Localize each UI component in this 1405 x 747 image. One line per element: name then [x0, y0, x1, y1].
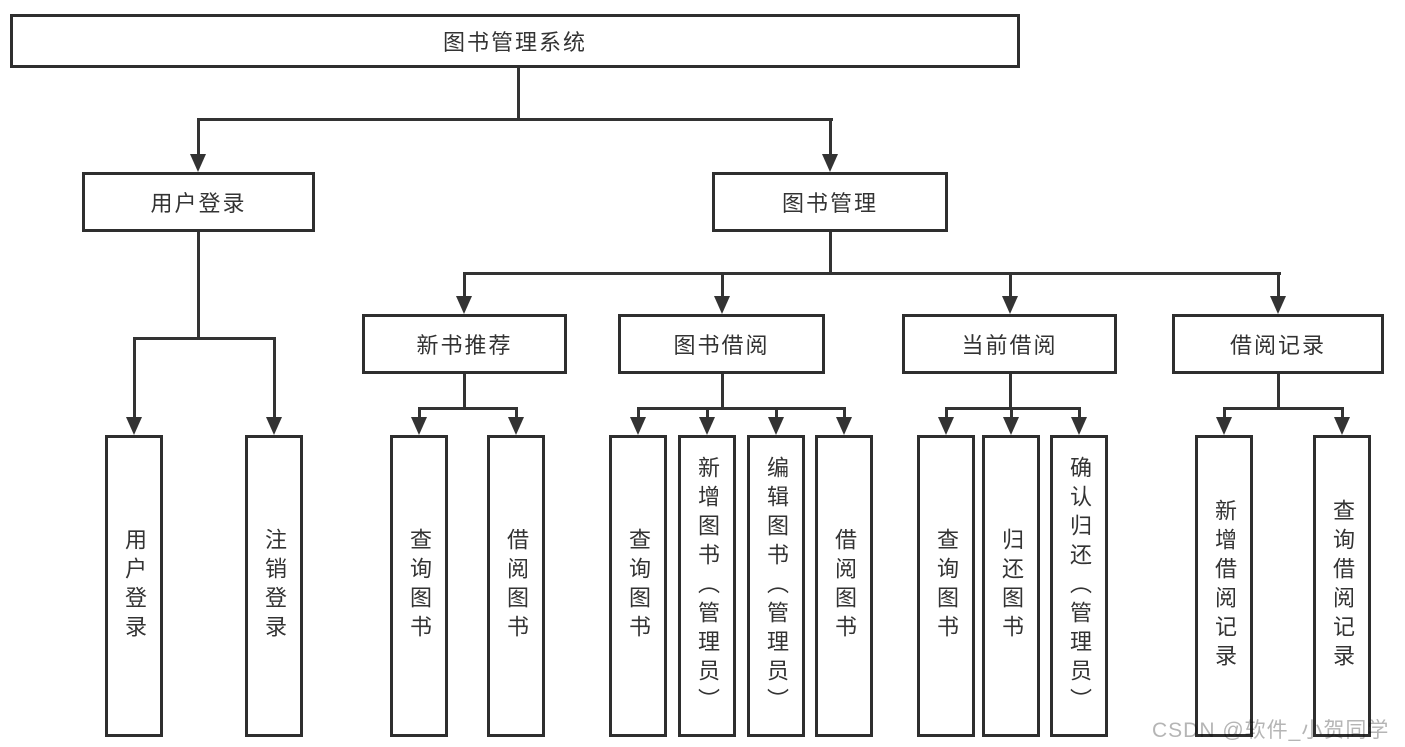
arrow-down-icon: [456, 296, 472, 314]
connector-line: [1341, 407, 1344, 421]
connector-line: [418, 407, 421, 421]
arrow-down-icon: [126, 417, 142, 435]
arrow-down-icon: [1003, 417, 1019, 435]
connector-line: [706, 407, 709, 421]
arrow-down-icon: [1071, 417, 1087, 435]
connector-line: [1009, 272, 1012, 300]
arrow-down-icon: [1002, 296, 1018, 314]
leaf-add-borrow-record: 新增借阅记录: [1195, 435, 1253, 737]
connector-line: [133, 337, 276, 340]
arrow-down-icon: [508, 417, 524, 435]
connector-line: [637, 407, 640, 421]
connector-line: [517, 68, 520, 121]
leaf-query-books-recommend: 查询图书: [390, 435, 448, 737]
connector-line: [1009, 374, 1012, 410]
connector-line: [829, 118, 832, 156]
connector-line: [133, 337, 136, 419]
connector-line: [273, 337, 276, 419]
connector-line: [197, 118, 833, 121]
connector-line: [463, 374, 466, 410]
leaf-borrow-books-recommend: 借阅图书: [487, 435, 545, 737]
leaf-confirm-return-admin: 确认归还（管理员）: [1050, 435, 1108, 737]
arrow-down-icon: [822, 154, 838, 172]
connector-line: [945, 407, 1081, 410]
leaf-query-books-borrow: 查询图书: [609, 435, 667, 737]
arrow-down-icon: [411, 417, 427, 435]
arrow-down-icon: [836, 417, 852, 435]
arrow-down-icon: [699, 417, 715, 435]
arrow-down-icon: [768, 417, 784, 435]
node-current-borrow: 当前借阅: [902, 314, 1117, 374]
leaf-return-book: 归还图书: [982, 435, 1040, 737]
connector-line: [1277, 272, 1280, 300]
connector-line: [721, 272, 724, 300]
leaf-user-login: 用户登录: [105, 435, 163, 737]
csdn-watermark: CSDN @软件_小贺同学: [1152, 719, 1390, 742]
node-new-book-recommend: 新书推荐: [362, 314, 567, 374]
connector-line: [197, 118, 200, 156]
connector-line: [1277, 374, 1280, 410]
connector-line: [1078, 407, 1081, 421]
node-book-management: 图书管理: [712, 172, 948, 232]
leaf-query-books-current: 查询图书: [917, 435, 975, 737]
connector-line: [775, 407, 778, 421]
leaf-edit-book-admin: 编辑图书（管理员）: [747, 435, 805, 737]
leaf-query-borrow-record: 查询借阅记录: [1313, 435, 1371, 737]
connector-line: [463, 272, 466, 300]
connector-line: [418, 407, 518, 410]
arrow-down-icon: [266, 417, 282, 435]
connector-line: [637, 407, 846, 410]
arrow-down-icon: [1216, 417, 1232, 435]
connector-line: [1223, 407, 1226, 421]
connector-line: [843, 407, 846, 421]
connector-line: [197, 232, 200, 340]
node-borrow-records: 借阅记录: [1172, 314, 1384, 374]
leaf-borrow-books: 借阅图书: [815, 435, 873, 737]
node-root: 图书管理系统: [10, 14, 1020, 68]
arrow-down-icon: [190, 154, 206, 172]
connector-line: [515, 407, 518, 421]
node-user-login: 用户登录: [82, 172, 315, 232]
arrow-down-icon: [1270, 296, 1286, 314]
arrow-down-icon: [630, 417, 646, 435]
connector-line: [945, 407, 948, 421]
connector-line: [829, 232, 832, 275]
arrow-down-icon: [714, 296, 730, 314]
arrow-down-icon: [938, 417, 954, 435]
arrow-down-icon: [1334, 417, 1350, 435]
leaf-add-book-admin: 新增图书（管理员）: [678, 435, 736, 737]
connector-line: [1010, 407, 1013, 421]
connector-line: [463, 272, 1281, 275]
node-book-borrow: 图书借阅: [618, 314, 825, 374]
connector-line: [1223, 407, 1344, 410]
connector-line: [721, 374, 724, 410]
leaf-logout: 注销登录: [245, 435, 303, 737]
